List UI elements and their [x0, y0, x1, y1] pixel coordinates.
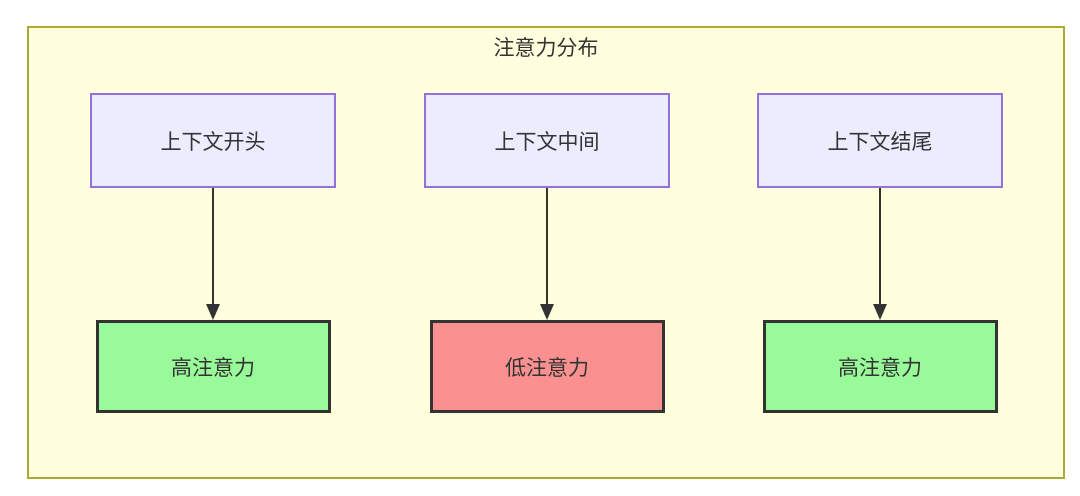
- node-context-start: 上下文开头: [90, 93, 336, 188]
- arrow-down-connector: [206, 188, 220, 320]
- node-low-attention: 低注意力: [429, 320, 665, 413]
- diagram-title: 注意力分布: [493, 37, 599, 60]
- node-context-middle: 上下文中间: [424, 93, 670, 188]
- arrow-down-connector: [873, 188, 887, 320]
- flow-column-context-middle: 上下文中间 低注意力: [422, 93, 672, 413]
- flow-column-context-start: 上下文开头 高注意力: [88, 93, 338, 413]
- node-context-end: 上下文结尾: [757, 93, 1003, 188]
- node-high-attention-2: 高注意力: [762, 320, 998, 413]
- node-high-attention-2-label: 高注意力: [838, 356, 922, 380]
- node-context-end-label: 上下文结尾: [827, 130, 933, 154]
- node-high-attention-1: 高注意力: [95, 320, 331, 413]
- node-context-middle-label: 上下文中间: [494, 130, 600, 154]
- attention-distribution-container: 注意力分布 上下文开头 高注意力 上下文中间 低注意力: [27, 26, 1065, 479]
- node-low-attention-label: 低注意力: [505, 356, 589, 380]
- node-high-attention-1-label: 高注意力: [171, 356, 255, 380]
- node-context-start-label: 上下文开头: [160, 130, 266, 154]
- flow-column-context-end: 上下文结尾 高注意力: [755, 93, 1005, 413]
- arrow-down-connector: [540, 188, 554, 320]
